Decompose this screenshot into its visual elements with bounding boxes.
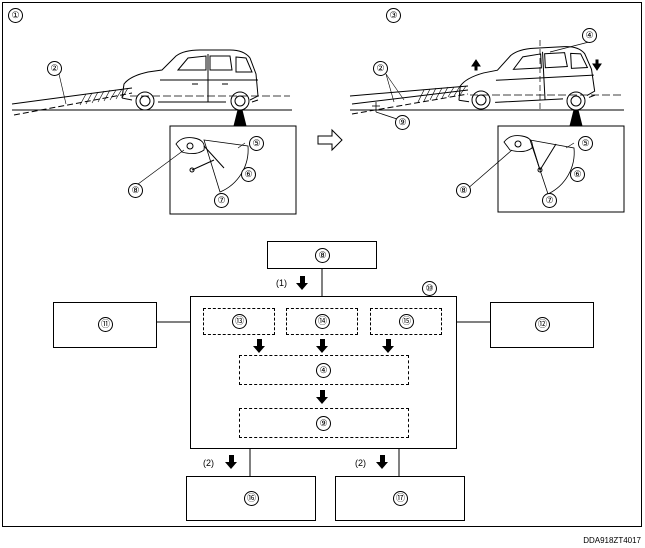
rear-drop-arrow (592, 59, 602, 71)
flow-connectors (157, 269, 490, 476)
inner-box-13: ⑬ (203, 308, 275, 335)
flow-output-right-label: ⑰ (393, 491, 408, 506)
inner-box-4-label: ④ (316, 363, 331, 378)
callout-8-left: ⑧ (128, 183, 143, 198)
left-car-window-rear (235, 56, 253, 73)
left-sensor-inset (169, 125, 297, 215)
right-sensor-inset (497, 125, 625, 213)
left-car-window-front (176, 55, 207, 71)
left-front-wheel (135, 91, 155, 111)
flow-main-box-label: ⑩ (422, 281, 437, 296)
flow-output-left-box: ⑯ (186, 476, 316, 521)
inner-box-4: ④ (239, 355, 409, 385)
arrow-label-2-right: (2) (355, 458, 366, 468)
figure-code: DDA918ZT4017 (583, 536, 641, 545)
right-scene (349, 40, 625, 213)
callout-6-right: ⑥ (570, 167, 585, 182)
callout-7-left: ⑦ (214, 193, 229, 208)
flow-left-box-label: ⑪ (98, 317, 113, 332)
inner-box-14: ⑭ (286, 308, 358, 335)
figure-frame (2, 2, 642, 527)
arrow-label-2-left: (2) (203, 458, 214, 468)
inner-box-13-label: ⑬ (232, 314, 247, 329)
flow-output-right-box: ⑰ (335, 476, 465, 521)
inner-box-14-label: ⑭ (315, 314, 330, 329)
left-rear-wheel (230, 91, 250, 111)
callout-9-right: ⑨ (395, 115, 410, 130)
left-beam-upper (11, 87, 133, 105)
left-car-body (121, 49, 259, 101)
right-beam-upper (349, 85, 469, 97)
left-scene (11, 49, 297, 215)
callout-6-left: ⑥ (241, 167, 256, 182)
callout-5-left: ⑤ (249, 136, 264, 151)
arrow-label-1: (1) (276, 278, 287, 288)
marker-3: ③ (386, 8, 401, 23)
inner-box-9: ⑨ (239, 408, 409, 438)
flow-top-box-label: ⑧ (315, 248, 330, 263)
inner-box-15-label: ⑮ (399, 314, 414, 329)
flow-right-box-label: ⑫ (535, 317, 550, 332)
transition-arrow (317, 128, 343, 152)
callout-2-right: ② (373, 61, 388, 76)
flow-left-box: ⑪ (53, 302, 157, 348)
inner-box-9-label: ⑨ (316, 416, 331, 431)
callout-8-right: ⑧ (456, 183, 471, 198)
flow-top-box: ⑧ (267, 241, 377, 269)
callout-5-right: ⑤ (578, 136, 593, 151)
right-car-body (458, 46, 596, 101)
inner-box-15: ⑮ (370, 308, 442, 335)
callout-2-left: ② (47, 61, 62, 76)
front-rise-arrow (471, 59, 481, 71)
callout-4-right: ④ (582, 28, 597, 43)
flow-output-left-label: ⑯ (244, 491, 259, 506)
left-car-window-mid (209, 55, 233, 71)
right-front-wheel (471, 90, 491, 110)
marker-1: ① (8, 8, 23, 23)
callout-7-right: ⑦ (542, 193, 557, 208)
flow-right-box: ⑫ (490, 302, 594, 348)
